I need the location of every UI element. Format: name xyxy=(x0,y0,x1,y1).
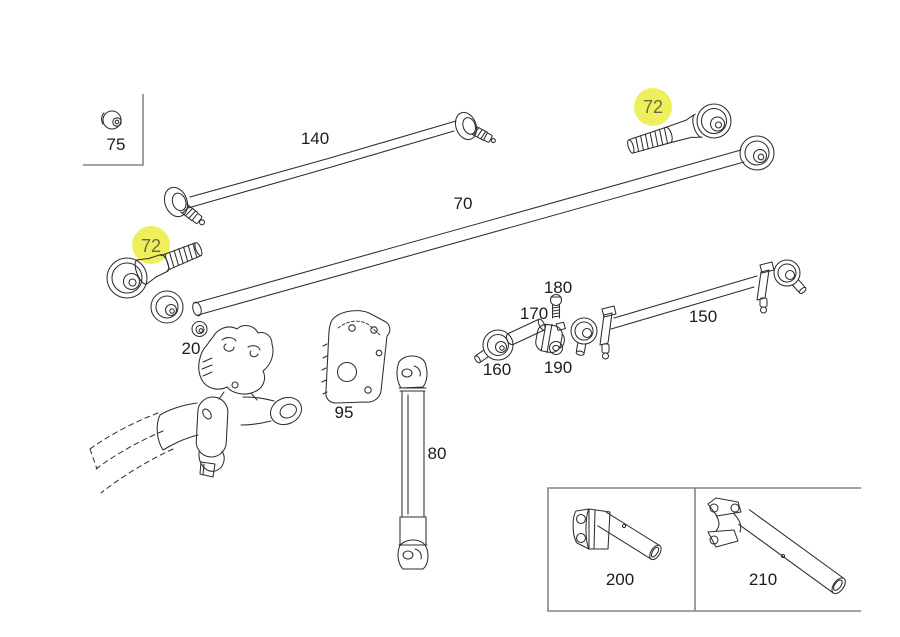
part-drawing-20-ring xyxy=(191,320,208,338)
part-drawing-160-balljoint xyxy=(474,318,546,364)
part-label-80[interactable]: 80 xyxy=(428,444,447,463)
part-drawing-80-shock xyxy=(396,355,429,570)
leaf-spring-drawing xyxy=(89,412,174,494)
part-drawing-70-rod xyxy=(150,135,775,324)
part-label-210[interactable]: 210 xyxy=(749,570,777,589)
axle-knuckle-drawing xyxy=(156,324,303,478)
part-label-150[interactable]: 150 xyxy=(689,307,717,326)
corner-frame-75 xyxy=(83,94,144,166)
part-label-170[interactable]: 170 xyxy=(520,304,548,323)
part-drawing-150-rod xyxy=(570,259,807,360)
part-drawing-95-bracket xyxy=(321,310,391,404)
part-label-190[interactable]: 190 xyxy=(544,358,572,377)
inset-frame xyxy=(547,487,861,612)
part-label-75[interactable]: 75 xyxy=(107,135,126,154)
part-drawing-72-right xyxy=(627,103,732,154)
part-label-20[interactable]: 20 xyxy=(182,339,201,358)
part-drawing-200 xyxy=(572,508,662,561)
part-label-140[interactable]: 140 xyxy=(301,129,329,148)
highlight-72-right[interactable] xyxy=(634,88,672,126)
part-drawing-72-left xyxy=(106,242,203,299)
part-label-72-right[interactable]: 72 xyxy=(643,97,663,117)
part-label-70[interactable]: 70 xyxy=(454,194,473,213)
part-drawing-190-nut xyxy=(548,340,564,356)
part-label-160[interactable]: 160 xyxy=(483,360,511,379)
part-drawing-170-clamp xyxy=(535,321,566,354)
part-drawing-210 xyxy=(707,497,846,595)
part-label-72-left[interactable]: 72 xyxy=(141,236,161,256)
part-label-200[interactable]: 200 xyxy=(606,570,634,589)
part-label-95[interactable]: 95 xyxy=(335,403,354,422)
part-label-180[interactable]: 180 xyxy=(544,278,572,297)
part-drawing-140-rod xyxy=(163,111,496,226)
part-drawing-180-bolt xyxy=(549,293,563,319)
part-drawing-75-nut xyxy=(101,110,122,130)
